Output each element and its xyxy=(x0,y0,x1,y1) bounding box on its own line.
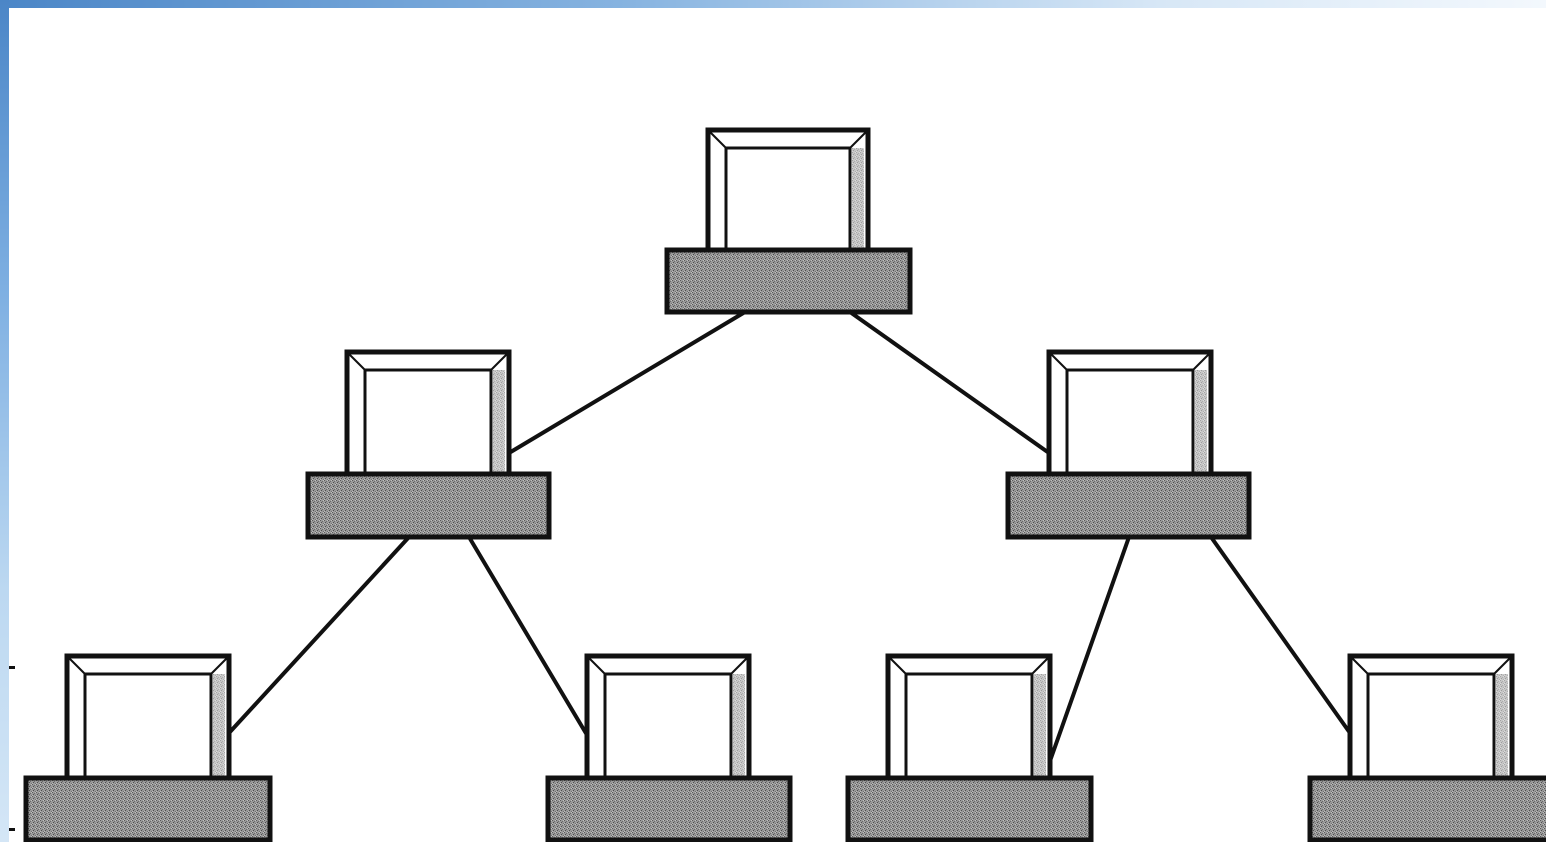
bevel-line-top-right xyxy=(490,353,508,371)
node-leaf-3-computer-icon xyxy=(845,653,1094,842)
bevel-line-top-right xyxy=(730,657,748,675)
left-edge-tick-upper xyxy=(9,666,15,669)
node-level1-right-computer-icon xyxy=(1005,349,1252,540)
bevel-line-top-right xyxy=(210,657,228,675)
monitor-screen xyxy=(603,672,733,780)
bevel-line-top-right xyxy=(1493,657,1511,675)
computer-base-unit xyxy=(845,775,1094,842)
slide-top-accent-bar xyxy=(0,0,1546,8)
connection-line-level1-left-to-leaf-1 xyxy=(227,535,411,735)
bevel-line-top-left xyxy=(348,353,366,371)
monitor-side-shading xyxy=(1496,674,1508,778)
monitor-screen xyxy=(724,146,852,254)
node-root-computer-icon xyxy=(664,127,913,315)
bevel-line-top-left xyxy=(588,657,606,675)
monitor-side-shading xyxy=(852,148,864,252)
computer-base-unit xyxy=(1307,775,1546,842)
connection-line-level1-left-to-leaf-2 xyxy=(467,535,589,737)
monitor-screen xyxy=(1065,368,1195,476)
connection-line-level1-right-to-leaf-3 xyxy=(1048,535,1131,763)
node-leaf-4-computer-icon xyxy=(1307,653,1546,842)
connection-line-root-to-level1-left xyxy=(507,310,747,455)
bevel-line-top-left xyxy=(68,657,86,675)
bevel-line-top-left xyxy=(1351,657,1369,675)
computer-base-unit xyxy=(23,775,273,842)
monitor-screen xyxy=(1366,672,1496,780)
bevel-line-top-right xyxy=(849,131,867,149)
connection-line-root-to-level1-right xyxy=(848,310,1051,455)
bevel-line-top-right xyxy=(1192,353,1210,371)
bevel-line-top-left xyxy=(889,657,907,675)
monitor-side-shading xyxy=(1195,370,1207,474)
bevel-line-top-left xyxy=(1050,353,1068,371)
node-level1-left-computer-icon xyxy=(305,349,552,540)
connection-line-level1-right-to-leaf-4 xyxy=(1209,535,1352,735)
computer-base-unit xyxy=(664,247,913,315)
monitor-side-shading xyxy=(493,370,505,474)
bevel-line-top-right xyxy=(1031,657,1049,675)
monitor-side-shading xyxy=(213,674,225,778)
bevel-line-top-left xyxy=(709,131,727,149)
monitor-screen xyxy=(904,672,1034,780)
computer-base-unit xyxy=(1005,471,1252,540)
slide-left-accent-bar xyxy=(0,0,9,842)
left-edge-tick-lower xyxy=(9,828,15,831)
computer-base-unit xyxy=(305,471,552,540)
computer-base-unit xyxy=(545,775,793,842)
monitor-screen xyxy=(83,672,213,780)
monitor-screen xyxy=(363,368,493,476)
node-leaf-1-computer-icon xyxy=(23,653,273,842)
node-leaf-2-computer-icon xyxy=(545,653,793,842)
monitor-side-shading xyxy=(733,674,745,778)
monitor-side-shading xyxy=(1034,674,1046,778)
